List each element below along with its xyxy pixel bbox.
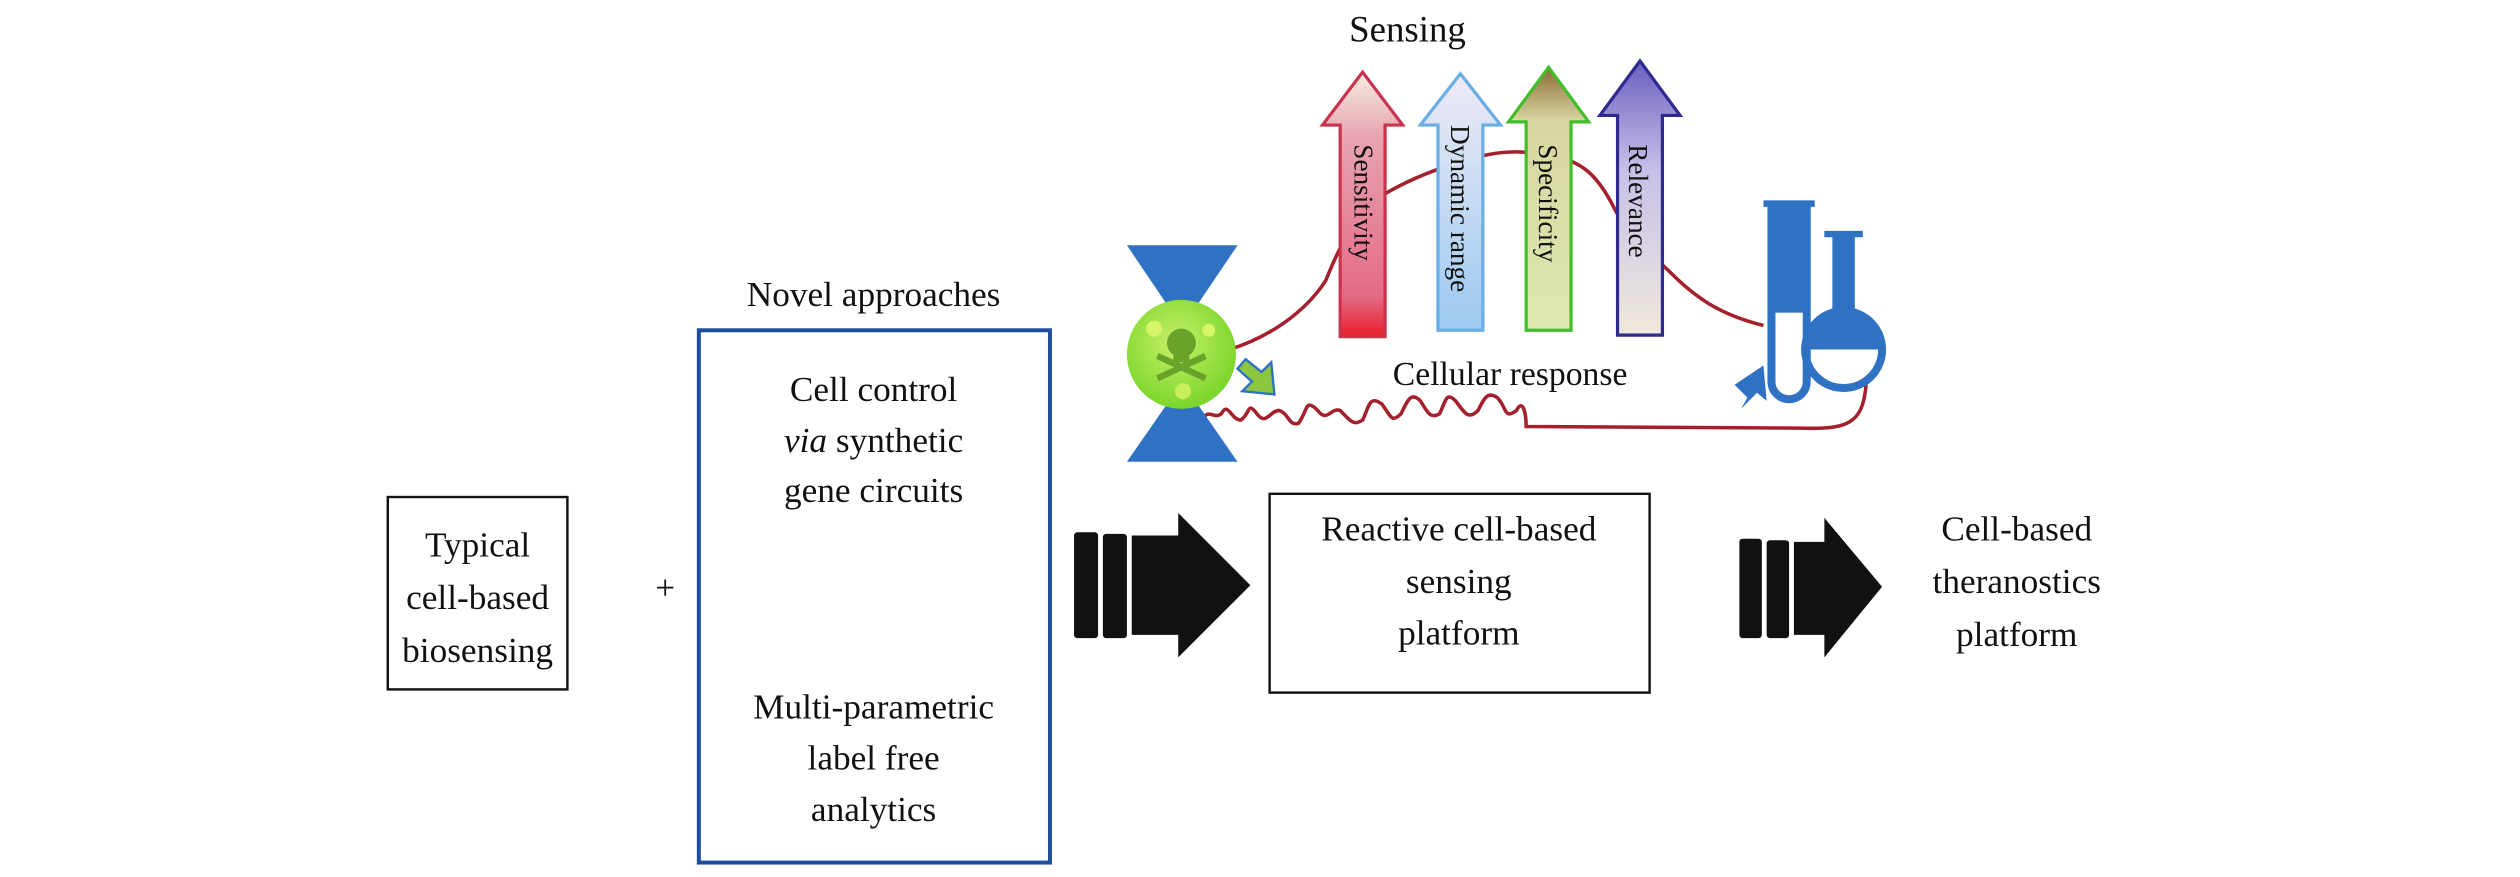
theranostics-line-1: Cell-based [1941,509,2092,548]
arrow-label-dynamic-range: Dynamic range [1445,125,1475,292]
arrow-label-specificity: Specificity [1533,144,1563,262]
novel-item2-line-3: analytics [811,790,936,829]
sensing-arrow-relevance: Relevance [1596,58,1684,337]
reactive-line-1: Reactive cell-based [1321,509,1596,548]
arrow-label-sensitivity: Sensitivity [1349,144,1379,261]
reactive-line-2: sensing [1406,562,1512,601]
reactive-platform-box [1268,492,1651,694]
novel-item1-line-2-text: synthetic [836,421,963,460]
cellular-response-label: Cellular response [1393,356,1628,393]
arrow-label-relevance: Relevance [1623,144,1653,257]
block-arrow-icon [1739,517,1883,658]
plus-sign: + [655,569,675,608]
sensing-arrow-sensitivity: Sensitivity [1319,69,1406,339]
reactive-line-3: platform [1398,614,1519,653]
theranostics-line-3: platform [1956,615,2077,654]
novel-approaches-title: Novel approaches [747,275,1001,314]
typical-line-1: Typical [425,525,530,564]
block-arrow-icon [1074,513,1251,658]
typical-line-2: cell-based [406,578,549,617]
via-italic: via [784,421,827,460]
novel-item2-line-2: label free [808,739,940,778]
test-tube-icon [1763,200,1815,404]
novel-item2-line-1: Multi-parametric [753,687,994,726]
green-pointer-arrow-icon [1235,357,1276,396]
novel-item1-line-2: via synthetic [784,421,963,460]
novel-item1-line-1: Cell control [790,370,958,409]
theranostics-line-2: theranostics [1933,562,2101,601]
toxin-hourglass-icon [1126,245,1238,462]
skull-crossbones-icon [1156,328,1207,382]
sensing-arrow-specificity: Specificity [1505,64,1592,332]
novel-approaches-box [696,328,1052,865]
sensing-title: Sensing [1349,9,1466,50]
typical-biosensing-box [386,495,569,691]
blue-pointer-arrow-icon [1734,365,1767,409]
flask-icon [1801,230,1887,393]
typical-line-3: biosensing [402,631,553,670]
novel-item1-line-3: gene circuits [784,471,963,510]
sensing-arrow-dynamic-range: Dynamic range [1417,71,1504,332]
